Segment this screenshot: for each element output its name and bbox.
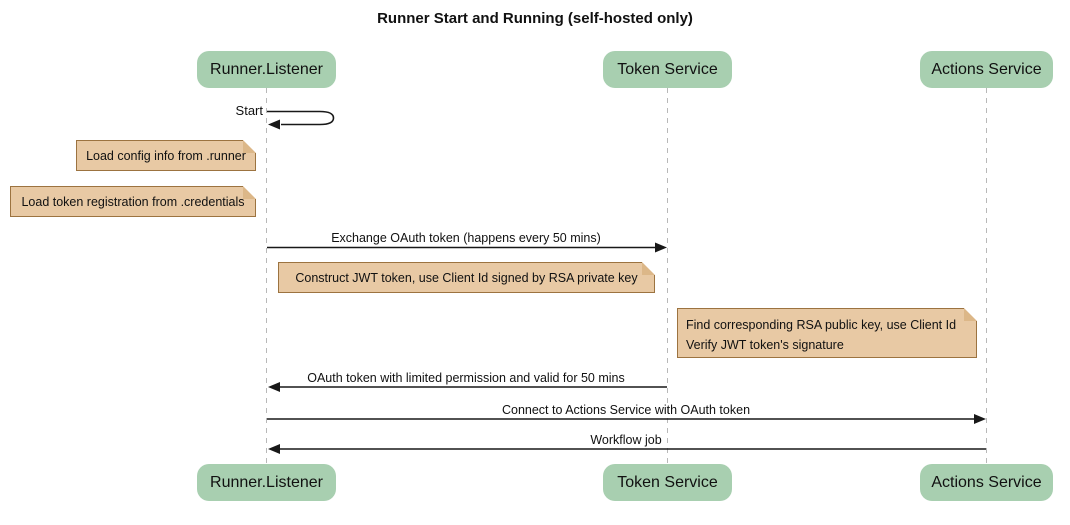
- participant-actions-service-top: Actions Service: [920, 51, 1053, 88]
- participant-token-service-top: Token Service: [603, 51, 732, 88]
- note-verify-jwt: Find corresponding RSA public key, use C…: [677, 308, 977, 358]
- participant-token-service-bottom: Token Service: [603, 464, 732, 501]
- arrowhead-left-runner-listener-2: [268, 444, 280, 454]
- participant-runner-listener-bottom: Runner.Listener: [197, 464, 336, 501]
- arrowhead-right-token-service: [655, 242, 667, 253]
- message-label-oauth-token-back: OAuth token with limited permission and …: [307, 371, 625, 385]
- message-label-exchange-oauth: Exchange OAuth token (happens every 50 m…: [331, 231, 601, 245]
- note-construct-jwt: Construct JWT token, use Client Id signe…: [278, 262, 655, 293]
- arrowhead-left-runner-listener-1: [268, 382, 280, 392]
- arrowhead-right-actions-service: [974, 414, 986, 424]
- note-verify-jwt-line2: Verify JWT token's signature: [686, 338, 844, 352]
- self-message-arrowhead: [268, 119, 280, 130]
- message-label-connect-actions: Connect to Actions Service with OAuth to…: [501, 403, 751, 417]
- diagram-title: Runner Start and Running (self-hosted on…: [377, 10, 693, 27]
- message-label-workflow-job: Workflow job: [590, 433, 662, 447]
- self-message-loop: [267, 110, 335, 126]
- self-message-label: Start: [235, 103, 263, 118]
- participant-actions-service-bottom: Actions Service: [920, 464, 1053, 501]
- participant-runner-listener-top: Runner.Listener: [197, 51, 336, 88]
- note-load-token-registration: Load token registration from .credential…: [10, 186, 256, 217]
- note-load-config: Load config info from .runner: [76, 140, 256, 171]
- note-verify-jwt-line1: Find corresponding RSA public key, use C…: [686, 318, 957, 332]
